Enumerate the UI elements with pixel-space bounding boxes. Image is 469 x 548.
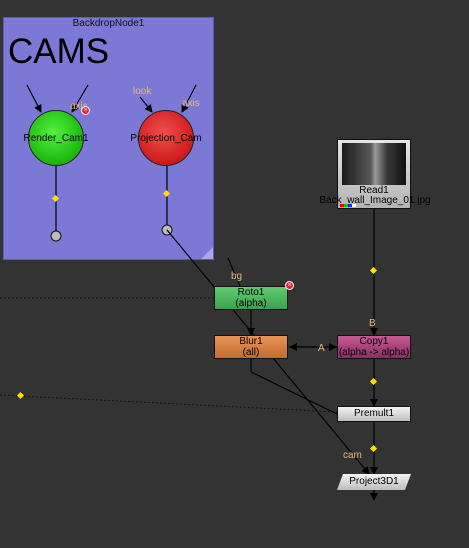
proj-cam-axis-pipe[interactable] xyxy=(181,84,197,113)
roto-bg-pipe[interactable] xyxy=(227,257,241,287)
project3d-node[interactable]: Project3D1 xyxy=(337,474,411,490)
read-thumbnail xyxy=(342,143,406,185)
backdrop-label: CAMS xyxy=(8,32,110,71)
resize-grip[interactable] xyxy=(201,247,213,259)
copy-subtitle: (alpha -> alpha) xyxy=(338,347,410,358)
render-cam-node[interactable]: Render_Cam1 xyxy=(23,110,89,166)
render-cam-axis-pipe[interactable] xyxy=(71,84,89,113)
copy-b-label: B xyxy=(369,318,376,329)
blur-curve[interactable] xyxy=(250,371,338,415)
premult-title: Premult1 xyxy=(353,408,394,419)
roto-title: Roto1 xyxy=(237,287,265,298)
roto-node[interactable]: Roto1 (alpha) xyxy=(214,286,288,310)
blur-node[interactable]: Blur1 (all) xyxy=(214,335,288,359)
premult-node[interactable]: Premult1 xyxy=(337,406,411,422)
proj-cam-look-label: look xyxy=(133,86,152,97)
roto-error-icon: × xyxy=(285,281,294,290)
copy-a-label: A xyxy=(318,343,325,354)
render-cam-input-pipe[interactable] xyxy=(26,84,42,113)
premult-dot[interactable] xyxy=(369,444,378,453)
project3d-cam-label: cam xyxy=(343,450,362,461)
read-dot[interactable] xyxy=(369,266,378,275)
render-cam-label: Render_Cam1 xyxy=(23,132,89,144)
proj-cam-dot[interactable] xyxy=(162,189,171,198)
copy-node[interactable]: Copy1 (alpha -> alpha) xyxy=(337,335,411,359)
project3d-title: Project3D1 xyxy=(349,476,399,487)
projection-cam-node[interactable]: Projection_Cam xyxy=(130,110,202,166)
backdrop-title: BackdropNode1 xyxy=(72,18,145,29)
read-node[interactable]: Read1 Back_wall_Image_01.jpg xyxy=(319,139,431,209)
render-cam-outdot[interactable] xyxy=(50,230,62,242)
channel-chips xyxy=(340,204,356,207)
offscreen-pipe-bottom xyxy=(0,394,338,413)
read-title: Read1 xyxy=(359,185,389,196)
copy-title: Copy1 xyxy=(359,336,389,347)
read-filename: Back_wall_Image_01.jpg xyxy=(319,195,431,206)
roto-bg-label: bg xyxy=(231,271,243,282)
pipe-dot[interactable] xyxy=(16,391,25,400)
proj-cam-axis-label: axis xyxy=(182,98,200,109)
render-cam-axis-label: axis xyxy=(70,101,88,112)
render-cam-error-icon: × xyxy=(81,106,90,115)
blur-subtitle: (all) xyxy=(242,347,260,358)
roto-subtitle: (alpha) xyxy=(235,298,267,309)
render-cam-dot[interactable] xyxy=(51,194,60,203)
projection-cam-label: Projection_Cam xyxy=(130,132,202,144)
proj-cam-look-pipe[interactable] xyxy=(139,96,153,113)
copy-dot[interactable] xyxy=(369,377,378,386)
blur-title: Blur1 xyxy=(239,336,263,347)
